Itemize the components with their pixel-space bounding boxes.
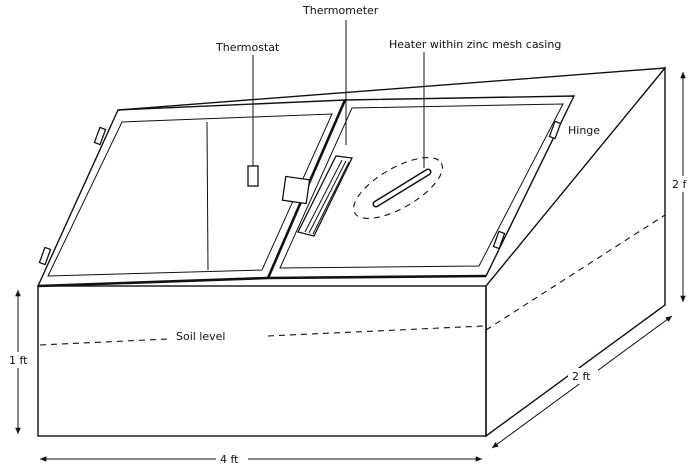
front-face [37,285,487,437]
thermometer-clip [281,175,311,205]
label-height-2ft: 2 f [672,178,687,191]
hinges [38,120,562,266]
hinge-right-top [548,120,562,140]
heater-mesh-casing [353,157,443,219]
hinge-left-top [93,126,107,146]
soil-level-line-left [39,338,169,346]
heater [353,52,443,219]
label-width-4ft: 4 ft [220,453,239,466]
box-body [37,66,666,438]
hinge-right-bottom [492,230,506,250]
label-height-1ft: 1 ft [9,354,28,367]
side-face [485,66,666,438]
label-thermostat: Thermostat [215,41,280,54]
label-soil-level: Soil level [176,330,225,343]
back-top-edge [117,67,666,111]
label-hinge: Hinge [568,124,600,137]
right-lid [266,95,576,280]
label-depth-2ft: 2 ft [572,370,591,383]
hidden-edge [485,214,666,331]
hinge-left-bottom [38,246,52,266]
soil-level-line-right [267,325,485,337]
thermostat [247,55,259,187]
thermometer [281,20,353,237]
label-thermometer: Thermometer [302,4,379,17]
label-heater: Heater within zinc mesh casing [389,38,561,51]
thermostat-body [247,165,259,187]
